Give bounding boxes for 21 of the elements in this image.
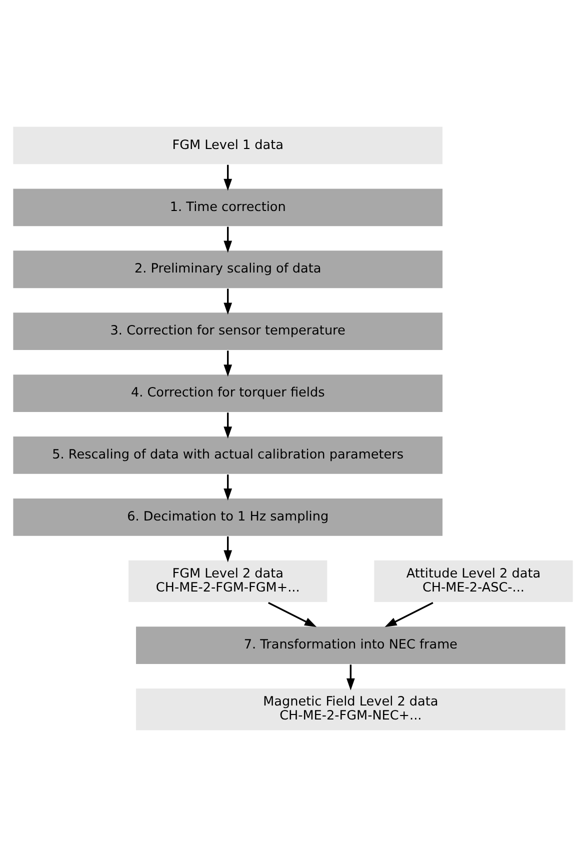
node-box: 7. Transformation into NEC frame xyxy=(134,626,566,666)
node-box: 1. Time correction xyxy=(12,188,444,228)
node-box: Attitude Level 2 data CH-ME-2-ASC-... xyxy=(373,559,574,604)
node-box: 5. Rescaling of data with actual calibration parameters xyxy=(12,435,444,475)
node-box: 2. Preliminary scaling of data xyxy=(12,250,444,290)
arrow xyxy=(224,288,232,315)
node-box: FGM Level 2 data CH-ME-2-FGM-FGM+... xyxy=(127,559,328,604)
node-box: 6. Decimation to 1 Hz sampling xyxy=(12,497,444,537)
arrow xyxy=(346,664,355,690)
arrow xyxy=(384,602,434,628)
arrow xyxy=(224,226,232,253)
node-box: FGM Level 1 data xyxy=(12,126,444,166)
arrow xyxy=(224,474,232,500)
arrow xyxy=(224,536,232,562)
node-box: 3. Correction for sensor temperature xyxy=(12,312,444,352)
arrow xyxy=(268,602,317,628)
arrow xyxy=(224,350,232,377)
node-box: 4. Correction for torquer fields xyxy=(12,374,444,414)
node-box: Magnetic Field Level 2 data CH-ME-2-FGM-NEC+... xyxy=(134,687,566,732)
arrow xyxy=(224,164,232,191)
arrow xyxy=(224,412,232,439)
